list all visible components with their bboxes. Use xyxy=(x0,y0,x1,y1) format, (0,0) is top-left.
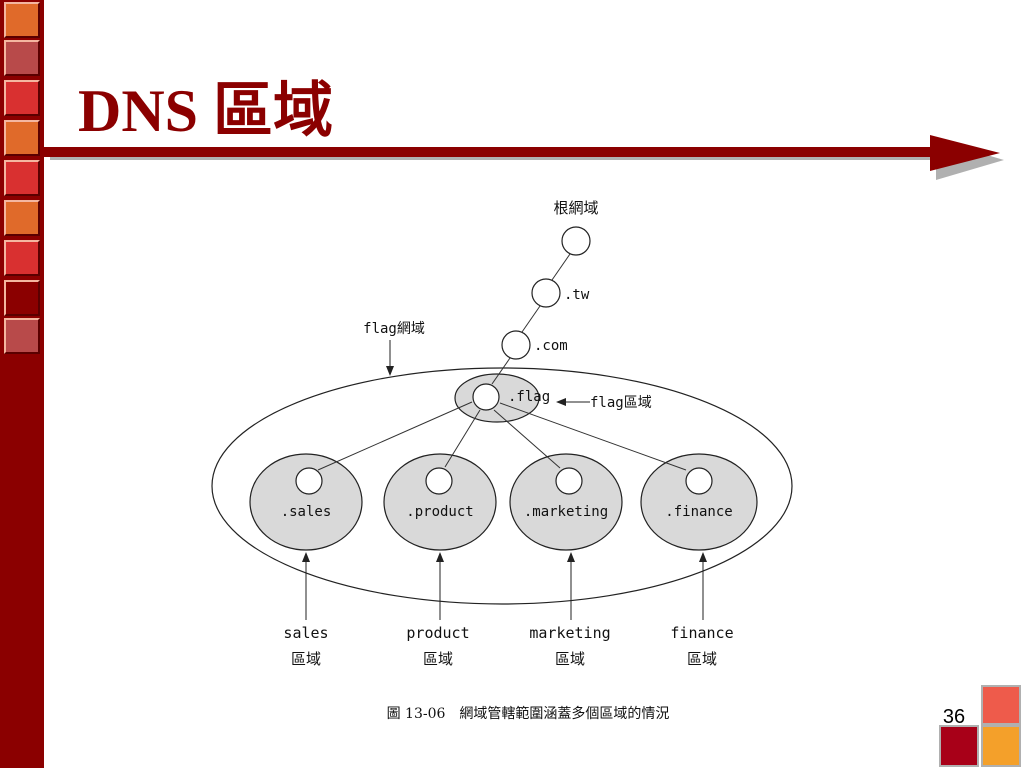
marketing-zone-ellipse xyxy=(509,453,623,551)
sales-zone-name: sales xyxy=(283,624,328,642)
sales-zone-ellipse xyxy=(249,453,363,551)
sales-label: .sales xyxy=(281,504,332,520)
sales-zone-arrowhead xyxy=(302,552,310,562)
flag-node xyxy=(472,383,500,411)
decor-square xyxy=(4,120,40,156)
product-zone-ellipse xyxy=(383,453,497,551)
finance-label: .finance xyxy=(665,504,732,520)
root-label: 根網域 xyxy=(553,199,598,217)
product-label: .product xyxy=(406,504,473,520)
flag-zone-arrowhead xyxy=(556,398,566,406)
finance-zone-name: finance xyxy=(670,624,733,642)
slide-title: DNS 區域 xyxy=(78,78,334,144)
tw-node xyxy=(531,278,561,308)
marketing-node xyxy=(555,467,583,495)
flag-domain-arrowhead xyxy=(386,366,394,376)
decor-square xyxy=(4,2,40,38)
product-zone-arrowhead xyxy=(436,552,444,562)
left-sidebar xyxy=(0,0,44,768)
flag-label: .flag xyxy=(508,389,550,405)
com-node xyxy=(501,330,531,360)
product-zone-name: product xyxy=(406,624,469,642)
tree-edges xyxy=(317,253,687,471)
marketing-zone-arrowhead xyxy=(567,552,575,562)
finance-node xyxy=(685,467,713,495)
product-zone-suffix: 區域 xyxy=(423,650,453,668)
decor-square xyxy=(4,160,40,196)
finance-zone-suffix: 區域 xyxy=(687,650,717,668)
decor-square xyxy=(4,80,40,116)
marketing-zone-name: marketing xyxy=(529,624,610,642)
zone-arrows xyxy=(305,558,704,620)
decor-square xyxy=(981,725,1021,767)
flag-domain-ellipse xyxy=(211,367,793,605)
title-rule-shadow xyxy=(50,156,950,160)
marketing-label: .marketing xyxy=(524,504,608,520)
flag-zone-callout: flag區域 xyxy=(590,395,652,411)
decor-square xyxy=(4,200,40,236)
finance-zone-arrowhead xyxy=(699,552,707,562)
marketing-zone-suffix: 區域 xyxy=(555,650,585,668)
decor-square xyxy=(4,240,40,276)
sales-zone-suffix: 區域 xyxy=(291,650,321,668)
page-number: 36 xyxy=(942,706,966,728)
tw-label: .tw xyxy=(564,287,590,303)
finance-zone-ellipse xyxy=(640,453,758,551)
title-rule xyxy=(44,147,944,157)
com-label: .com xyxy=(534,338,568,354)
figure-caption: 圖 13-06 網域管轄範圍涵蓋多個區域的情況 xyxy=(387,705,670,722)
root-node xyxy=(561,226,591,256)
decor-square xyxy=(4,40,40,76)
product-node xyxy=(425,467,453,495)
decor-square xyxy=(4,318,40,354)
flag-domain-callout: flag網域 xyxy=(363,321,425,337)
decor-square xyxy=(981,685,1021,725)
sales-node xyxy=(295,467,323,495)
decor-square xyxy=(939,725,979,767)
decor-square xyxy=(4,280,40,316)
